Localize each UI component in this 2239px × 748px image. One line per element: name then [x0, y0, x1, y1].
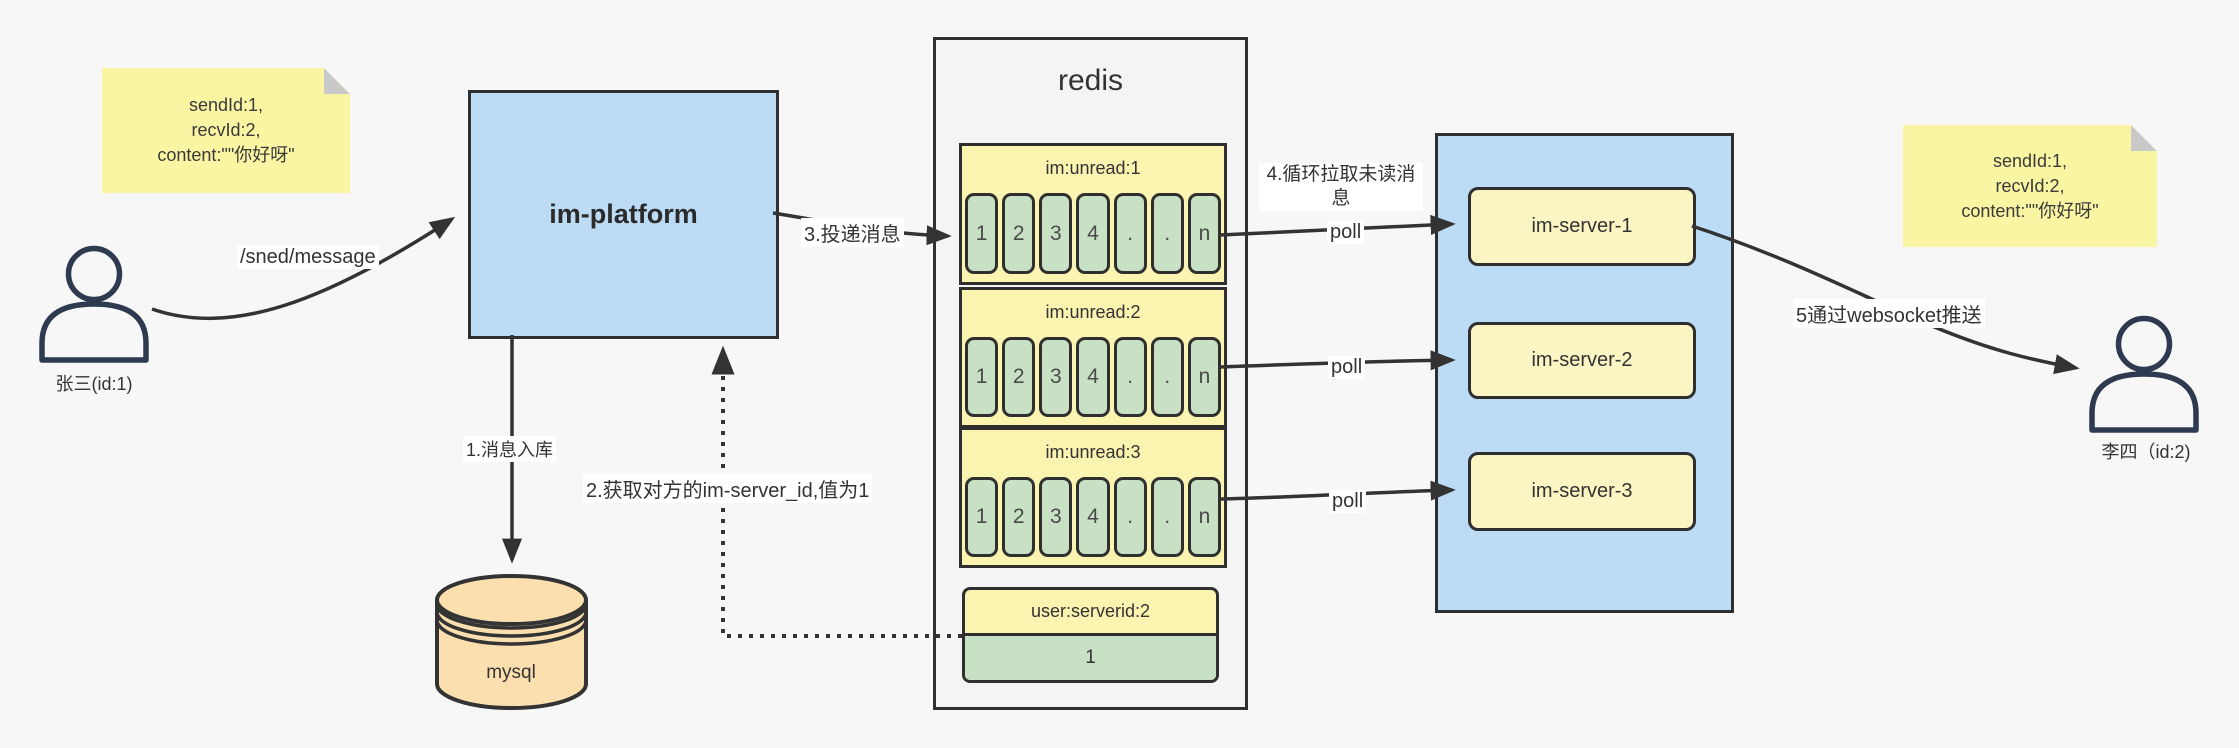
- queue-cell: 1: [965, 193, 999, 274]
- note-line: sendId:1,: [1992, 150, 2068, 171]
- redis-title: redis: [1057, 64, 1124, 97]
- im-server-1-box: im-server-1: [1468, 187, 1696, 266]
- poll-label-3: poll: [1329, 490, 1367, 513]
- queue-cell: n: [1187, 193, 1221, 274]
- queue-cell: n: [1187, 337, 1221, 417]
- queue-name: im:unread:3: [1045, 442, 1141, 462]
- mysql-database-icon: mysql: [435, 574, 588, 710]
- sender-label: 张三(id:1): [55, 374, 133, 394]
- queue-cell: .: [1150, 193, 1184, 274]
- queue-cell: 3: [1039, 477, 1073, 557]
- queue-cell: 2: [1002, 477, 1036, 557]
- queue-cell: .: [1113, 193, 1147, 274]
- step5-label: 5通过websocket推送: [1793, 299, 1985, 328]
- arrow-websocket-push: [1691, 224, 2080, 375]
- step4-label: 4.循环拉取未读消息: [1259, 163, 1423, 211]
- queue-cell: 1: [965, 337, 999, 417]
- receiver-label: 李四（id:2): [2101, 442, 2191, 462]
- queue-cell: 1: [965, 477, 999, 557]
- step3-label: 3.投递消息: [801, 218, 904, 247]
- note-line: content:""你好呀": [1961, 200, 2099, 221]
- note-line: recvId:2,: [1995, 175, 2065, 196]
- im-platform-title: im-platform: [549, 199, 698, 229]
- queue-cell: 3: [1039, 193, 1073, 274]
- serverid-mapping-box: user:serverid:2 1: [962, 587, 1219, 683]
- note-fold-corner: [2131, 125, 2157, 151]
- step2-label: 2.获取对方的im-server_id,值为1: [583, 474, 873, 503]
- queue-cell: 4: [1076, 337, 1110, 417]
- queue-cell: 4: [1076, 193, 1110, 274]
- send-api-label: /sned/message: [237, 246, 379, 269]
- person-icon: [2089, 315, 2199, 433]
- queue-cell: n: [1187, 477, 1221, 557]
- note-fold-corner: [324, 68, 350, 94]
- note-line: sendId:1,: [188, 95, 264, 115]
- queue-cell: 2: [1002, 193, 1036, 274]
- im-platform-box: im-platform: [468, 90, 779, 339]
- im-server-3-box: im-server-3: [1468, 452, 1696, 531]
- right-note: sendId:1, recvId:2, content:""你好呀": [1903, 125, 2157, 247]
- person-icon: [39, 245, 149, 363]
- queue-cell: 3: [1039, 337, 1073, 417]
- poll-label-2: poll: [1328, 356, 1366, 379]
- note-line: recvId:2,: [191, 120, 261, 140]
- poll-label-1: poll: [1327, 221, 1365, 244]
- im-server-2-box: im-server-2: [1468, 322, 1696, 399]
- mapping-key: user:serverid:2: [965, 590, 1216, 636]
- mapping-value: 1: [965, 636, 1216, 680]
- queue-name: im:unread:2: [1045, 302, 1141, 322]
- note-line: content:""你好呀": [157, 145, 295, 165]
- queue-cell: .: [1113, 477, 1147, 557]
- queue-name: im:unread:1: [1045, 158, 1141, 178]
- queue-cell: .: [1150, 337, 1184, 417]
- left-note: sendId:1, recvId:2, content:""你好呀": [102, 68, 350, 193]
- step1-label: 1.消息入库: [463, 436, 557, 462]
- queue-cell: .: [1150, 477, 1184, 557]
- queue-cell: 4: [1076, 477, 1110, 557]
- queue-cell: .: [1113, 337, 1147, 417]
- queue-cell: 2: [1002, 337, 1036, 417]
- mysql-label: mysql: [486, 662, 536, 683]
